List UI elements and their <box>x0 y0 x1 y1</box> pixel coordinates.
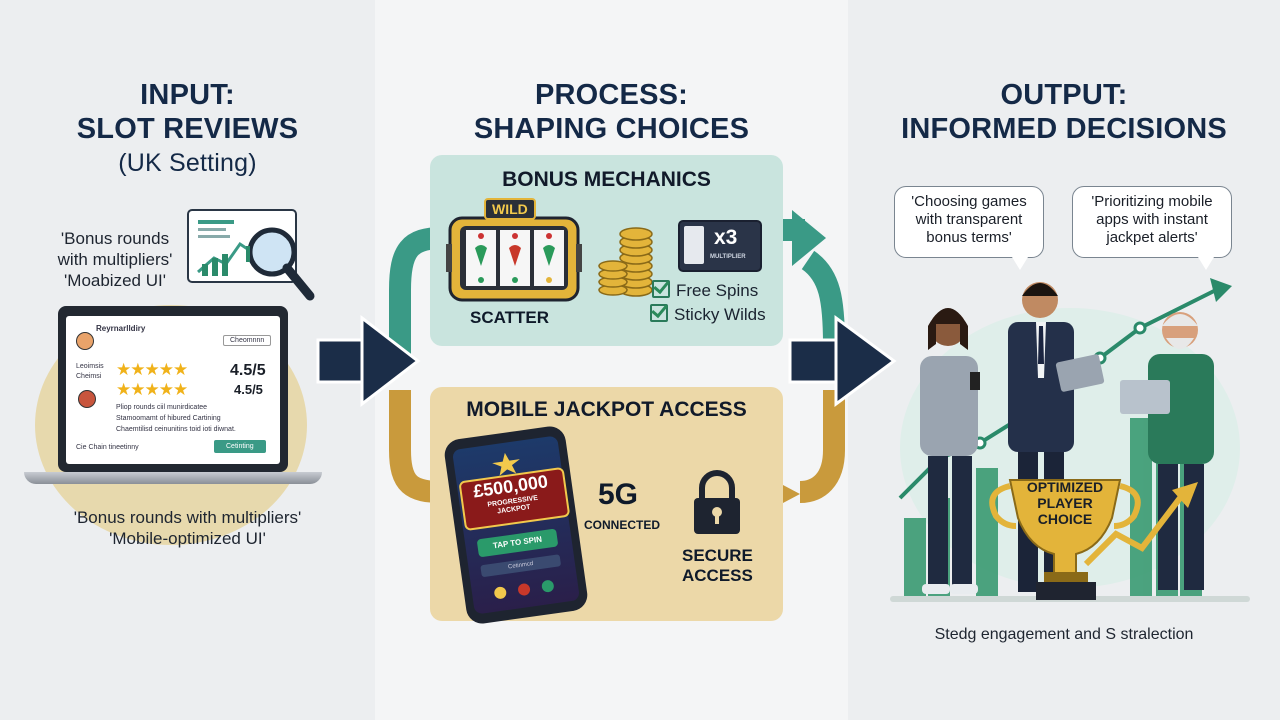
multiplier-card: x3 MULTIPLIER <box>678 220 762 272</box>
input-heading-sub: (UK Setting) <box>118 149 257 177</box>
wild-badge: WILD <box>484 198 536 220</box>
rating-value-1: 4.5/5 <box>230 362 266 379</box>
sticky-wilds-label: Sticky Wilds <box>674 305 766 324</box>
checklist-icon <box>684 226 704 264</box>
free-spins-label: Free Spins <box>676 281 759 300</box>
review-category: Leoimsis Cheimsi <box>76 363 104 380</box>
avatar <box>76 332 94 350</box>
review-screen: Reyrnarlldiry Cheomnnn Leoimsis Cheimsi … <box>66 316 280 464</box>
network-5g: 5G <box>598 478 639 511</box>
output-heading: OUTPUT: INFORMED DECISIONS <box>848 78 1280 146</box>
star-rating-2: ★★★★★ <box>116 380 188 399</box>
phone-secondary-button[interactable]: Cetinmcd <box>480 554 562 578</box>
rating-value-2: 4.5/5 <box>234 382 263 397</box>
input-quote-top: 'Bonus rounds with multipliers' 'Moabize… <box>57 229 173 290</box>
trophy-label: OPTIMIZED PLAYER CHOICE <box>1026 479 1104 527</box>
review-action-button[interactable]: Cheomnnn <box>223 335 272 346</box>
checkbox-icon <box>652 280 670 298</box>
review-line-2: Stamoomamt of hibured Cartining <box>116 415 221 422</box>
input-heading: INPUT: SLOT REVIEWS (UK Setting) <box>0 78 375 180</box>
reviewer-name: Reyrnarlldiry <box>96 324 146 333</box>
avatar-2 <box>78 390 96 408</box>
phone-dot-icon[interactable] <box>541 579 555 593</box>
phone-screen: £500,000 PROGRESSIVE JACKPOT TAP TO SPIN… <box>451 435 581 615</box>
mobile-jackpot-title: MOBILE JACKPOT ACCESS <box>466 398 747 421</box>
phone-dot-icon[interactable] <box>517 582 531 597</box>
input-heading-line2: SLOT REVIEWS <box>76 113 299 145</box>
process-heading-line2: SHAPING CHOICES <box>473 113 750 145</box>
output-caption: Stedg engagement and S stralection <box>934 626 1194 643</box>
output-heading-line1: OUTPUT: <box>1000 79 1128 111</box>
network-label: CONNECTED <box>584 518 661 532</box>
sticky-wilds-item: Sticky Wilds <box>650 304 766 325</box>
bonus-mechanics-title: BONUS MECHANICS <box>502 168 711 191</box>
process-heading-line1: PROCESS: <box>534 79 689 111</box>
input-heading-line1: INPUT: <box>140 79 235 111</box>
arrow-input-to-process <box>316 314 421 408</box>
process-heading: PROCESS: SHAPING CHOICES <box>375 78 848 146</box>
output-heading-line2: INFORMED DECISIONS <box>901 113 1227 145</box>
input-quote-bottom: 'Bonus rounds with multipliers' 'Mobile-… <box>73 508 302 548</box>
slot-machine-icon <box>446 216 582 302</box>
lock-icon <box>694 470 740 534</box>
scatter-label: SCATTER <box>470 308 550 327</box>
multiplier-label: MULTIPLIER <box>710 254 746 260</box>
coin-stack-icon <box>598 227 653 297</box>
free-spins-item: Free Spins <box>652 280 758 301</box>
multiplier-value: x3 <box>714 226 738 249</box>
review-submit-button[interactable]: Cetinting <box>214 440 266 453</box>
laptop-base <box>24 472 322 484</box>
review-footer-text: Cie Chain tineetinny <box>76 444 139 451</box>
phone-dot-icon[interactable] <box>493 586 508 600</box>
star-rating-1: ★★★★★ <box>116 360 188 379</box>
checkbox-icon <box>650 304 668 322</box>
speech-bubble-mobile-alerts: 'Prioritizing mobile apps with instant j… <box>1072 186 1232 270</box>
tap-to-spin-button[interactable]: TAP TO SPIN <box>476 528 559 558</box>
analytics-magnifier-icon <box>187 209 315 301</box>
speech-bubble-transparent-terms: 'Choosing games with transparent bonus t… <box>894 186 1044 270</box>
review-line-3: Chaemtilisd ceinunitins toid ioti diwnat… <box>116 426 236 433</box>
phone: £500,000 PROGRESSIVE JACKPOT TAP TO SPIN… <box>442 424 590 626</box>
arrow-process-to-output <box>788 315 897 407</box>
secure-access-label: SECURE ACCESS <box>682 546 753 585</box>
review-line-1: Pliop rounds ciil munirdicatee <box>116 404 208 411</box>
people-growth-scene <box>890 278 1250 602</box>
